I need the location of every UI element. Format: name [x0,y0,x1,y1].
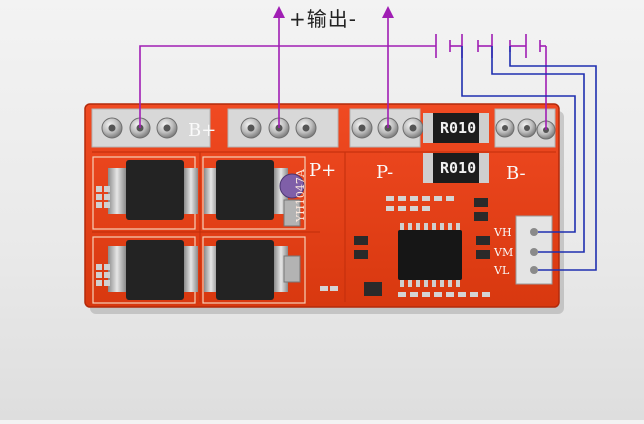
label-b-minus: B- [506,163,526,184]
mosfets [108,160,288,300]
balance-label-vh: VH [494,226,512,239]
screw [240,117,262,139]
screw [495,118,515,138]
screw [295,117,317,139]
label-p-minus: P- [376,162,394,183]
screw-terminals [101,117,556,140]
output-label: +输出- [289,7,357,31]
screw [351,117,373,139]
model-text: YH1047A [294,169,307,222]
smd-components [320,196,490,297]
blue-wires [461,46,597,271]
magenta-wires [139,10,547,130]
label-p-plus: P+ [309,160,337,181]
label-b-plus: B+ [188,120,217,141]
screw [156,117,178,139]
screw [402,117,424,139]
resistor-label-1: R010 [440,119,477,137]
screw [517,118,537,138]
balance-connector [515,215,553,285]
shunt-resistors [423,113,489,183]
balance-label-vl: VL [494,264,510,277]
resistor-label-2: R010 [440,159,477,177]
control-ic [398,223,462,287]
balance-label-vm: VM [494,246,514,259]
arrow-icons [273,6,394,18]
capacitor [279,173,305,283]
screw [101,117,123,139]
pad-clusters [96,186,110,286]
